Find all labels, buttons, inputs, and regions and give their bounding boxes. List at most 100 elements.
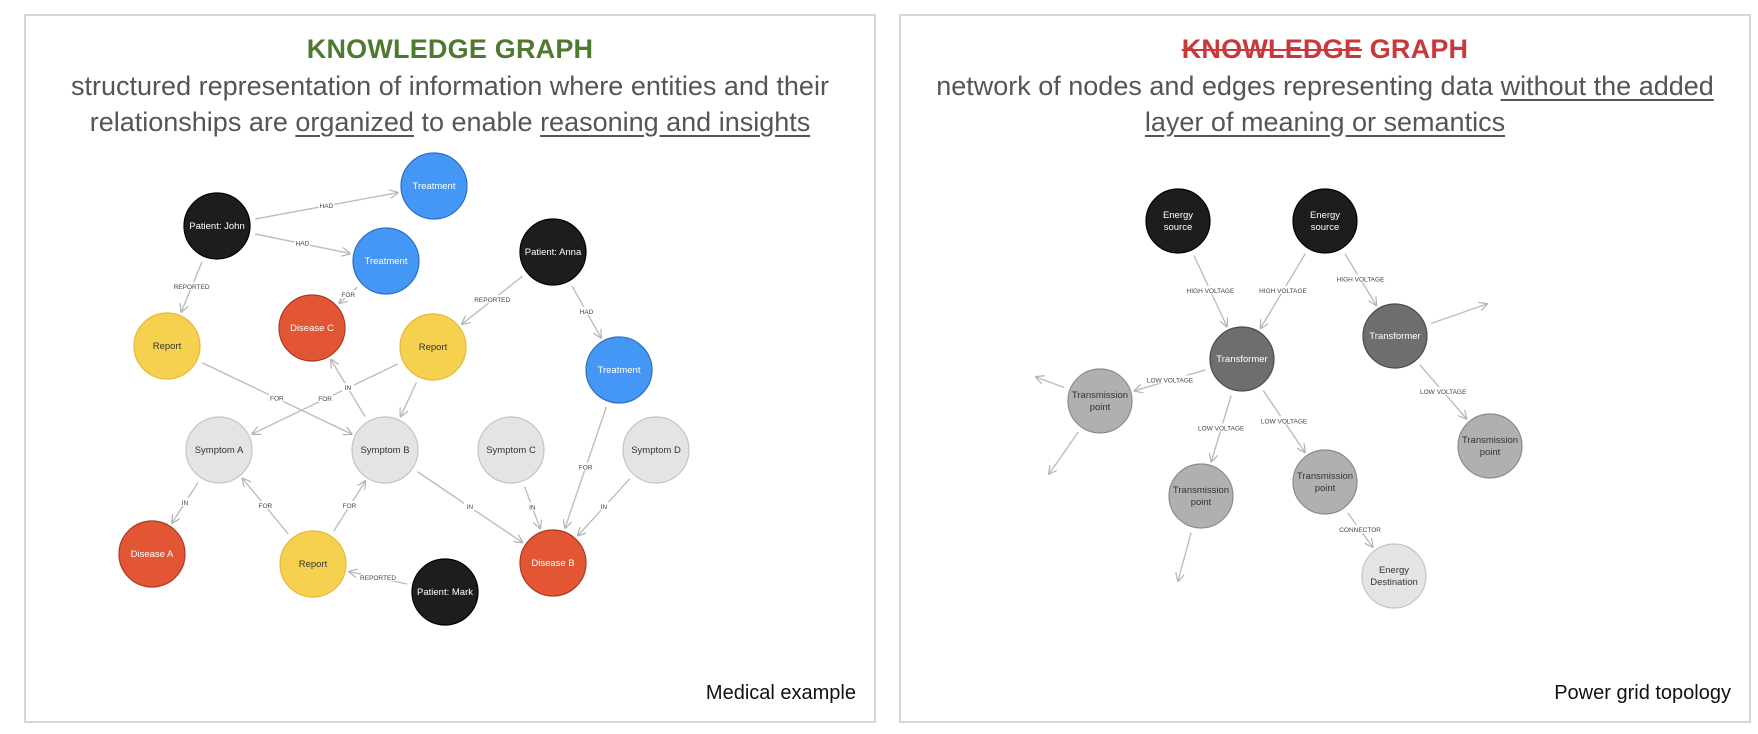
node-transformer[interactable]: Transformer bbox=[1362, 303, 1428, 369]
node-circle bbox=[1362, 303, 1428, 369]
node-label: Report bbox=[419, 342, 448, 353]
node-circle bbox=[352, 227, 420, 295]
node-treatment[interactable]: Treatment bbox=[400, 152, 468, 220]
edge-label-bg bbox=[1420, 386, 1467, 395]
node-symptom[interactable]: Symptom B bbox=[351, 416, 419, 484]
node-circle bbox=[279, 530, 347, 598]
node-report[interactable]: Report bbox=[279, 530, 347, 598]
node-circle bbox=[351, 416, 419, 484]
desc-underlined-reasoning: reasoning and insights bbox=[540, 107, 811, 137]
node-disease[interactable]: Disease C bbox=[278, 294, 346, 362]
edge-label-bg bbox=[464, 502, 476, 511]
edge-label: FOR bbox=[579, 464, 593, 471]
edge-label-bg bbox=[475, 295, 510, 304]
node-label: Report bbox=[299, 559, 328, 570]
edge-label: REPORTED bbox=[174, 284, 210, 291]
node-circle bbox=[1209, 326, 1275, 392]
edge-label: LOW VOLTAGE bbox=[1198, 425, 1245, 432]
panel-title: KNOWLEDGE GRAPH bbox=[306, 34, 594, 64]
edge-label: FOR bbox=[343, 503, 357, 510]
node-label: Symptom C bbox=[486, 445, 536, 456]
node-transformer[interactable]: Transformer bbox=[1209, 326, 1275, 392]
node-symptom[interactable]: Symptom D bbox=[622, 416, 690, 484]
node-symptom[interactable]: Symptom A bbox=[185, 416, 253, 484]
desc-underlined-semantics: without the added layer of meaning or se… bbox=[1144, 71, 1714, 137]
desc-text-2: to enable bbox=[413, 107, 541, 137]
edge-label-bg bbox=[1261, 416, 1307, 425]
node-patient[interactable]: Patient: John bbox=[183, 192, 251, 260]
edge-label: HAD bbox=[296, 241, 310, 248]
edge-label: LOW VOLTAGE bbox=[1147, 377, 1194, 384]
network-graph-panel: KNOWLEDGE GRAPH network of nodes and edg… bbox=[899, 14, 1751, 723]
edge-label: LOW VOLTAGE bbox=[1261, 418, 1308, 425]
edge-label-bg bbox=[598, 502, 610, 511]
edge-tp2-out-tp2 bbox=[1178, 532, 1192, 581]
node-circle bbox=[1067, 368, 1133, 434]
node-treatment[interactable]: Treatment bbox=[585, 336, 653, 404]
node-label: Disease C bbox=[290, 323, 334, 334]
struck-title-word: KNOWLEDGE bbox=[1181, 34, 1363, 64]
edge-label-bg bbox=[1147, 375, 1193, 384]
edge-label-bg bbox=[340, 290, 356, 299]
edge-label-bg bbox=[577, 462, 594, 471]
node-patient[interactable]: Patient: Mark bbox=[411, 558, 479, 626]
desc-text: structured representation of information… bbox=[71, 71, 829, 137]
edge-label-bg bbox=[360, 572, 396, 581]
edge-label: IN bbox=[182, 500, 189, 507]
node-circle bbox=[1457, 413, 1523, 479]
node-disease[interactable]: Disease A bbox=[118, 520, 186, 588]
node-disease[interactable]: Disease B bbox=[519, 529, 587, 597]
edge-tp1-out-tp1a bbox=[1036, 377, 1065, 389]
edge-tp1-out-tp1b bbox=[1049, 431, 1079, 474]
edge-label-bg bbox=[1198, 423, 1245, 432]
node-circle bbox=[400, 152, 468, 220]
node-report[interactable]: Report bbox=[133, 312, 201, 380]
edge-label: FOR bbox=[318, 396, 332, 403]
edge-label: HAD bbox=[320, 203, 334, 210]
edge-label-bg bbox=[257, 501, 274, 510]
node-circle bbox=[183, 192, 251, 260]
node-circle bbox=[519, 529, 587, 597]
node-report[interactable]: Report bbox=[399, 313, 467, 381]
node-patient[interactable]: Patient: Anna bbox=[519, 218, 587, 286]
node-circle bbox=[519, 218, 587, 286]
edge-label: FOR bbox=[270, 395, 284, 402]
edge-label: HIGH VOLTAGE bbox=[1259, 288, 1307, 295]
knowledge-graph-panel: KNOWLEDGE GRAPH structured representatio… bbox=[24, 14, 876, 723]
edge-label-bg bbox=[1185, 285, 1236, 294]
node-label: Treatment bbox=[598, 365, 641, 376]
node-label: Treatment bbox=[413, 181, 456, 192]
panel-description: structured representation of information… bbox=[44, 68, 856, 140]
node-treatment[interactable]: Treatment bbox=[352, 227, 420, 295]
edge-label-bg bbox=[341, 501, 358, 510]
node-symptom[interactable]: Symptom C bbox=[477, 416, 545, 484]
node-circle bbox=[1292, 449, 1358, 515]
node-circle bbox=[1292, 188, 1358, 254]
edge-label-bg bbox=[1258, 285, 1308, 294]
edge-label-bg bbox=[174, 281, 209, 290]
node-circle bbox=[585, 336, 653, 404]
node-label: Transformer bbox=[1216, 354, 1267, 365]
node-circle bbox=[118, 520, 186, 588]
edge-label: HIGH VOLTAGE bbox=[1337, 276, 1385, 283]
desc-underlined-organized: organized bbox=[295, 107, 414, 137]
node-label: Symptom B bbox=[360, 445, 409, 456]
node-circle bbox=[278, 294, 346, 362]
node-label: Report bbox=[153, 341, 182, 352]
node-label: Patient: John bbox=[189, 221, 244, 232]
node-circle bbox=[622, 416, 690, 484]
